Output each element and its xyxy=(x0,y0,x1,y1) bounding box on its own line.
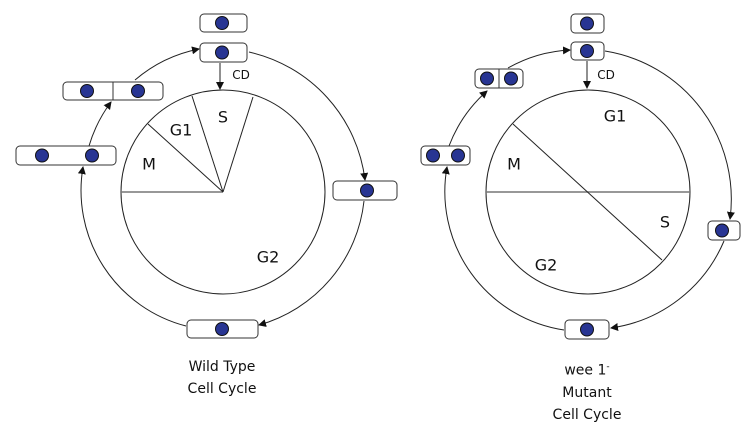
mut-phase-g1: G1 xyxy=(603,106,627,126)
nucleus xyxy=(35,148,49,163)
mut-arrow-5 xyxy=(507,46,571,69)
wt-arrow-2 xyxy=(258,200,365,327)
mut-arrow-3 xyxy=(441,166,565,331)
cell xyxy=(420,145,471,166)
nucleus xyxy=(580,16,594,31)
nucleus xyxy=(580,44,594,58)
nucleus xyxy=(715,223,729,238)
mut-caption: wee 1- Mutant Cell Cycle xyxy=(553,356,622,426)
nucleus xyxy=(580,322,594,337)
cell xyxy=(332,180,398,201)
wt-phase-g2: G2 xyxy=(256,247,280,267)
cell xyxy=(570,41,605,61)
mut-caption-line-2: Mutant xyxy=(562,384,612,401)
mut-phase-g2: G2 xyxy=(534,255,558,275)
nucleus xyxy=(215,45,229,60)
wt-caption-line-1: Wild Type xyxy=(188,359,256,375)
cell xyxy=(707,220,741,241)
wt-divider-g1-s xyxy=(191,95,224,193)
cell xyxy=(62,81,164,101)
mut-divider-diagonal xyxy=(512,123,663,261)
nucleus xyxy=(80,84,94,98)
cell xyxy=(474,68,524,89)
wt-phase-s: S xyxy=(217,107,229,127)
cell xyxy=(564,319,610,340)
cell-membrane xyxy=(15,145,117,166)
nucleus xyxy=(480,71,494,86)
wt-arrow-1 xyxy=(248,51,369,181)
mut-arrow-1 xyxy=(604,50,735,220)
cell xyxy=(186,319,259,339)
cell xyxy=(570,13,605,34)
nucleus xyxy=(504,71,518,86)
mut-arrow-2 xyxy=(610,240,725,331)
nucleus xyxy=(215,16,229,30)
wt-cd-label: CD xyxy=(232,68,250,82)
wt-divider-s-g2 xyxy=(222,96,254,193)
wt-divider-m-g1 xyxy=(147,123,224,193)
wt-caption: Wild Type Cell Cycle xyxy=(188,356,257,400)
mut-phase-s: S xyxy=(659,212,671,232)
wt-caption-line-2: Cell Cycle xyxy=(187,381,257,397)
wt-arrow-5 xyxy=(134,46,200,81)
wt-arrow-3 xyxy=(77,166,187,327)
mut-cd-label: CD xyxy=(597,68,615,82)
cell xyxy=(199,13,248,33)
mut-caption-gene: wee 1 xyxy=(564,362,607,379)
mut-caption-superscript: - xyxy=(606,362,610,372)
wt-phase-g1: G1 xyxy=(169,120,193,140)
wt-arrow-4 xyxy=(88,101,112,147)
mut-caption-line-3: Cell Cycle xyxy=(552,406,622,423)
nucleus xyxy=(360,183,374,198)
wt-phase-m: M xyxy=(142,154,156,174)
nucleus xyxy=(215,322,229,336)
nucleus xyxy=(85,148,99,163)
mut-phase-m: M xyxy=(507,154,521,174)
mut-caption-line-1: wee 1- xyxy=(553,356,622,382)
mut-arrow-4 xyxy=(448,90,488,147)
cell xyxy=(199,42,248,63)
cell xyxy=(15,145,117,166)
nucleus xyxy=(451,148,465,163)
nucleus xyxy=(131,84,145,98)
nucleus xyxy=(426,148,440,163)
